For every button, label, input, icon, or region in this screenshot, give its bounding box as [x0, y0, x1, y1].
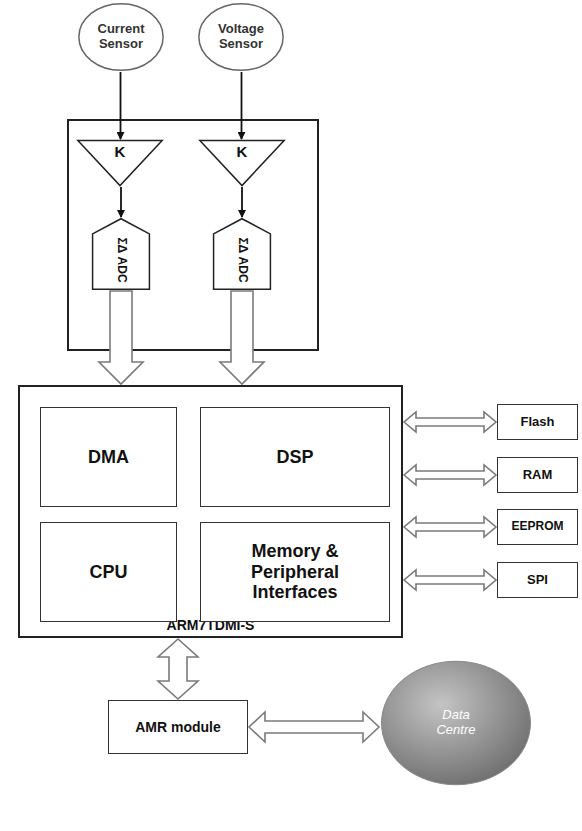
node-label: ΣΔ ADC [114, 237, 128, 282]
flash-box: Flash [497, 404, 578, 440]
interface-box: Memory & Peripheral Interfaces [200, 522, 390, 622]
amplifier-triangle: K [199, 140, 285, 186]
amplifier-triangle: K [77, 140, 163, 186]
dsp-box: DSP [200, 407, 390, 507]
signal-arrow [241, 72, 243, 139]
adc-block: ΣΔ ADC [92, 218, 150, 290]
bus-arrow [99, 291, 143, 384]
bus-arrow [404, 465, 496, 485]
amr-module-box: AMR module [108, 700, 248, 754]
signal-arrow [241, 187, 243, 217]
spi-box: SPI [497, 562, 578, 598]
sensor-ellipse: Current Sensor [78, 3, 164, 71]
node-label: Current Sensor [89, 22, 153, 52]
node-label: EEPROM [511, 520, 563, 534]
node-label: RAM [523, 468, 553, 483]
cpu-box: CPU [40, 522, 177, 622]
node-label: Flash [521, 415, 555, 430]
bus-arrow [404, 570, 496, 590]
data-centre-ellipse: Data Centre [380, 660, 532, 786]
sensor-ellipse: Voltage Sensor [198, 3, 284, 71]
bus-arrow [404, 412, 496, 432]
node-label: Memory & Peripheral Interfaces [230, 541, 360, 603]
bus-arrow [249, 712, 379, 742]
adc-block: ΣΔ ADC [213, 218, 271, 290]
node-label: SPI [527, 573, 548, 588]
bus-arrow [220, 291, 264, 384]
node-label: AMR module [135, 719, 221, 735]
dma-box: DMA [40, 407, 177, 507]
node-label: ΣΔ ADC [235, 237, 249, 282]
node-label: K [237, 143, 248, 160]
bus-arrow [404, 517, 496, 537]
bus-arrow [158, 639, 198, 699]
node-label: DSP [276, 447, 313, 468]
node-label: Data Centre [426, 708, 486, 738]
eeprom-box: EEPROM [497, 509, 578, 545]
node-label: DMA [88, 447, 129, 468]
node-label: K [115, 143, 126, 160]
signal-arrow [120, 72, 122, 139]
signal-arrow [120, 187, 122, 217]
analog-frontend-box [68, 120, 318, 350]
node-label: CPU [89, 562, 127, 583]
node-label: Voltage Sensor [209, 22, 273, 52]
processor-box: ARM7TDMI-SDMADSPCPUMemory & Peripheral I… [18, 385, 403, 638]
ram-box: RAM [497, 457, 578, 493]
